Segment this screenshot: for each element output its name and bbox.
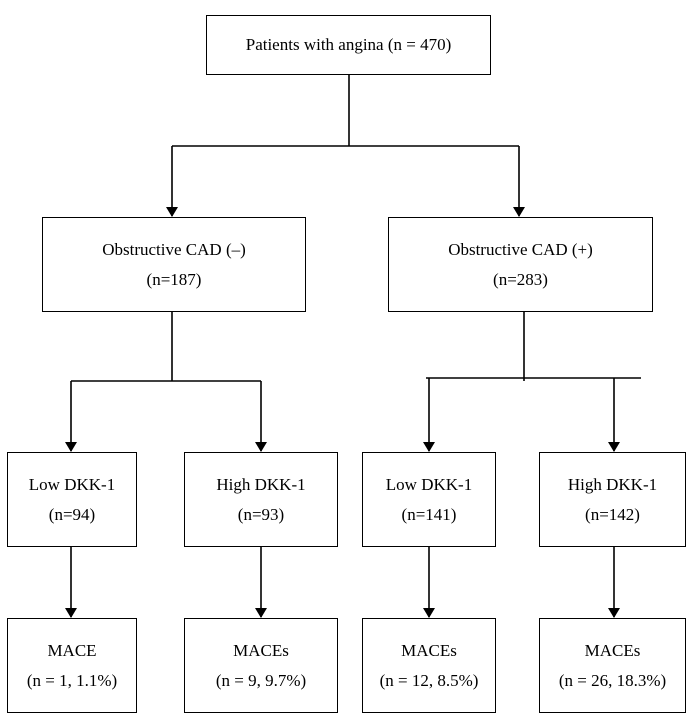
cad-positive-high-dkk1-node: High DKK-1 (n=142) (539, 452, 686, 547)
outcome-node-cad-positive-low: MACEs (n = 12, 8.5%) (362, 618, 496, 713)
cad-positive-low-dkk1-node: Low DKK-1 (n=141) (362, 452, 496, 547)
root-label: Patients with angina (n = 470) (245, 35, 452, 54)
group-label: High DKK-1 (216, 474, 306, 494)
outcome-count: (n = 26, 18.3%) (558, 670, 667, 690)
group-label: High DKK-1 (567, 474, 658, 494)
outcome-node-cad-negative-high: MACEs (n = 9, 9.7%) (184, 618, 338, 713)
cad-positive-count: (n=283) (493, 269, 548, 289)
cad-negative-low-dkk1-node: Low DKK-1 (n=94) (7, 452, 137, 547)
group-count: (n=142) (585, 504, 640, 524)
outcome-count: (n = 9, 9.7%) (215, 670, 307, 690)
outcome-label: MACE (47, 640, 97, 660)
cad-negative-node: Obstructive CAD (–) (n=187) (42, 217, 306, 312)
group-label: Low DKK-1 (28, 474, 116, 494)
outcome-label: MACEs (233, 640, 289, 660)
cad-negative-label: Obstructive CAD (–) (102, 239, 246, 259)
cad-positive-node: Obstructive CAD (+) (n=283) (388, 217, 653, 312)
group-label: Low DKK-1 (385, 474, 473, 494)
outcome-count: (n = 12, 8.5%) (379, 670, 479, 690)
outcome-label: MACEs (584, 640, 641, 660)
group-count: (n=141) (401, 504, 457, 524)
root-node: Patients with angina (n = 470) (206, 15, 491, 75)
outcome-label: MACEs (401, 640, 457, 660)
outcome-node-cad-positive-high: MACEs (n = 26, 18.3%) (539, 618, 686, 713)
outcome-node-cad-negative-low: MACE (n = 1, 1.1%) (7, 618, 137, 713)
cad-negative-count: (n=187) (146, 269, 202, 289)
group-count: (n=94) (48, 504, 96, 524)
outcome-count: (n = 1, 1.1%) (26, 670, 118, 690)
cad-negative-high-dkk1-node: High DKK-1 (n=93) (184, 452, 338, 547)
cad-positive-label: Obstructive CAD (+) (448, 239, 593, 259)
group-count: (n=93) (237, 504, 285, 524)
